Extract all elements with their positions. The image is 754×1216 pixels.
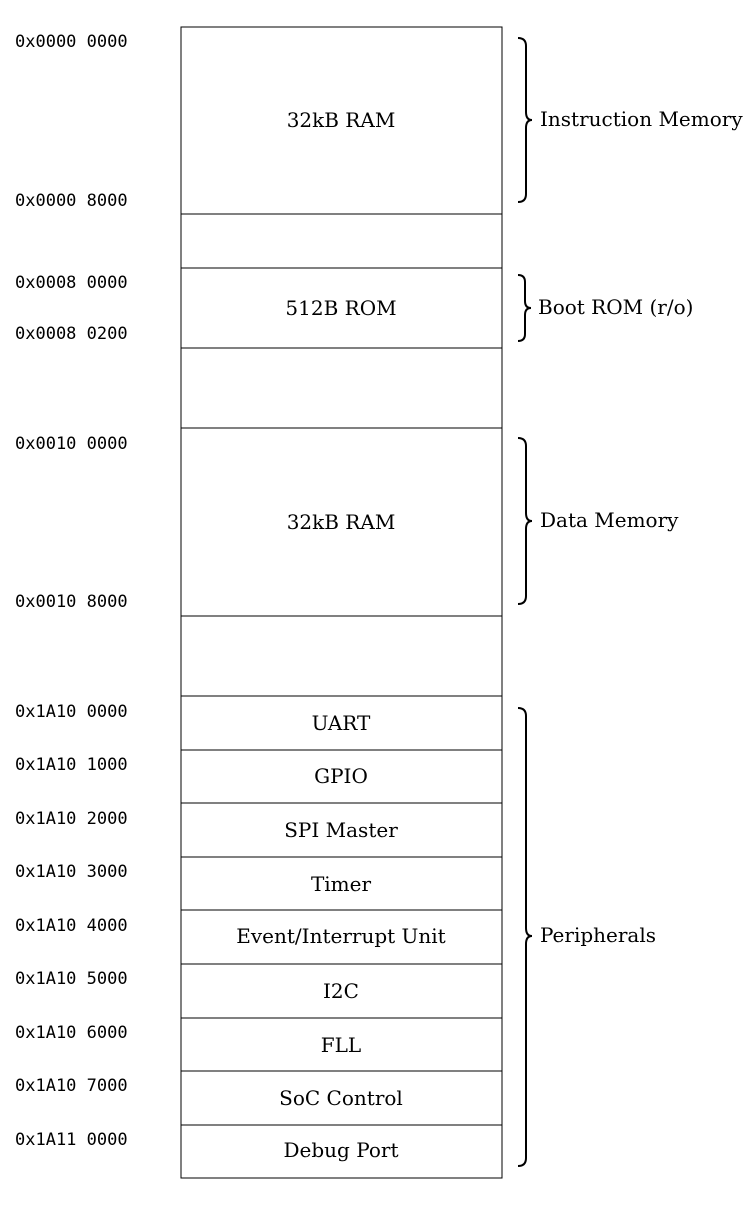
block-boot-rom (180, 267, 503, 349)
block-label: Timer (311, 872, 372, 896)
block-fll (180, 1017, 503, 1072)
address-label: 0x1A10 3000 (15, 862, 128, 882)
region-annotations: Instruction Memory Boot ROM (r/o) Data M… (517, 37, 743, 1167)
block-label: FLL (321, 1033, 361, 1057)
address-label: 0x0010 0000 (15, 434, 128, 454)
block-label: Event/Interrupt Unit (236, 924, 445, 948)
brace-instruction-memory (517, 37, 533, 203)
block-label: SoC Control (279, 1086, 403, 1110)
address-label: 0x0000 0000 (15, 32, 128, 52)
address-labels: 0x0000 0000 0x0000 8000 0x0008 0000 0x00… (15, 32, 128, 1150)
address-label: 0x1A10 4000 (15, 916, 128, 936)
region-label: Data Memory (540, 508, 679, 532)
address-label: 0x1A10 5000 (15, 969, 128, 989)
block-label: Debug Port (284, 1138, 399, 1162)
region-label: Boot ROM (r/o) (538, 295, 693, 319)
address-label: 0x0008 0200 (15, 324, 128, 344)
block-event-interrupt-unit (180, 909, 503, 965)
memory-blocks: 32kB RAM 512B ROM 32kB RAM UART GPIO SPI… (180, 26, 503, 1179)
address-label: 0x1A10 6000 (15, 1023, 128, 1043)
address-label: 0x1A10 0000 (15, 702, 128, 722)
block-label: 512B ROM (285, 296, 396, 320)
address-label: 0x1A10 1000 (15, 755, 128, 775)
block-uart (180, 695, 503, 751)
block-label: SPI Master (284, 818, 398, 842)
block-label: UART (312, 711, 371, 735)
brace-peripherals (517, 707, 533, 1167)
block-instruction-ram (180, 26, 503, 215)
block-debug-port (180, 1124, 503, 1179)
address-label: 0x0008 0000 (15, 273, 128, 293)
brace-data-memory (517, 437, 533, 605)
address-label: 0x1A10 7000 (15, 1076, 128, 1096)
address-label: 0x1A11 0000 (15, 1130, 128, 1150)
block-gap (180, 347, 503, 429)
block-soc-control (180, 1070, 503, 1126)
address-label: 0x1A10 2000 (15, 809, 128, 829)
address-label: 0x0010 8000 (15, 592, 128, 612)
block-data-ram (180, 427, 503, 617)
block-label: 32kB RAM (287, 108, 396, 132)
block-gap (180, 615, 503, 697)
block-spi-master (180, 802, 503, 858)
region-label: Instruction Memory (540, 107, 743, 131)
block-label: 32kB RAM (287, 510, 396, 534)
block-label: I2C (323, 979, 359, 1003)
block-label: GPIO (314, 764, 368, 788)
region-label: Peripherals (540, 923, 656, 947)
block-gpio (180, 749, 503, 804)
block-gap (180, 213, 503, 269)
address-label: 0x0000 8000 (15, 191, 128, 211)
brace-boot-rom (517, 274, 532, 342)
